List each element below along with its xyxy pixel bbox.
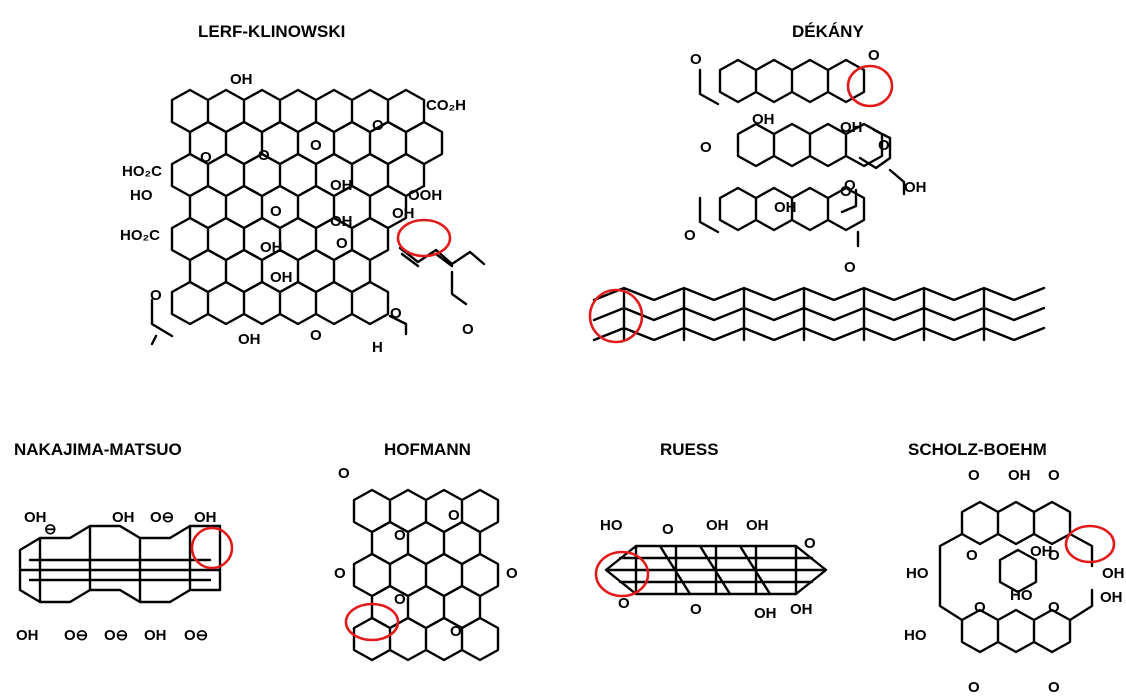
label: O	[804, 535, 816, 552]
label: HO	[600, 517, 623, 534]
highlight-ring	[594, 550, 650, 598]
model-title-nakajima-matsuo: NAKAJIMA-MATSUO	[14, 440, 182, 459]
label: O	[506, 565, 518, 582]
label: O	[390, 305, 402, 322]
label: O	[840, 183, 852, 200]
model-title-scholz-boehm: SCHOLZ-BOEHM	[908, 440, 1047, 459]
label: CO₂H	[426, 97, 466, 114]
label: OH	[754, 605, 777, 622]
label: O	[968, 467, 980, 484]
label: OOH	[408, 187, 442, 204]
model-title-hofmann: HOFMANN	[384, 440, 471, 459]
highlight-ring	[1064, 524, 1116, 564]
label: O	[684, 227, 696, 244]
model-title-dekany: DÉKÁNY	[792, 22, 864, 41]
label: O	[1048, 679, 1060, 696]
label: O	[844, 259, 856, 276]
label: OH	[238, 331, 261, 348]
label: OH	[270, 269, 293, 286]
label: OH	[840, 119, 863, 136]
label: OH	[1030, 543, 1053, 560]
label: O	[200, 149, 212, 166]
highlight-ring	[190, 526, 234, 570]
label: OH	[706, 517, 729, 534]
label: O	[690, 51, 702, 68]
label: OH	[1102, 565, 1125, 582]
label: O	[310, 137, 322, 154]
label: O	[662, 521, 674, 538]
label: O	[336, 235, 348, 252]
label: OH	[112, 509, 135, 526]
label: OH	[24, 509, 47, 526]
label: HO	[130, 187, 153, 204]
label: O	[310, 327, 322, 344]
label: O⊖	[184, 627, 208, 644]
label: O	[968, 679, 980, 696]
highlight-ring	[846, 64, 894, 108]
label: O	[966, 547, 978, 564]
label: O	[448, 507, 460, 524]
label: HO₂C	[120, 227, 160, 244]
label: O	[844, 177, 856, 194]
model-title-ruess: RUESS	[660, 440, 719, 459]
label: OH	[230, 71, 253, 88]
label: OH	[746, 517, 769, 534]
label: O	[974, 599, 986, 616]
label: HO₂C	[122, 163, 162, 180]
label: O	[150, 287, 162, 304]
label: O	[868, 47, 880, 64]
label: OH	[752, 111, 775, 128]
label: O	[270, 203, 282, 220]
highlight-ring	[344, 602, 400, 642]
label: OH	[330, 213, 353, 230]
label: O	[258, 147, 270, 164]
label: O	[462, 321, 474, 338]
label: O	[394, 591, 406, 608]
label: OH	[330, 177, 353, 194]
label: O	[450, 623, 462, 640]
label: O	[372, 117, 384, 134]
label: ⊖	[44, 521, 57, 538]
label: OH	[1008, 467, 1031, 484]
label: HO	[906, 565, 929, 582]
model-title-lerf-klinowski: LERF-KLINOWSKI	[198, 22, 346, 41]
label: OH	[904, 179, 927, 196]
label: HO	[904, 627, 927, 644]
label: O	[878, 137, 890, 154]
label: O⊖	[150, 509, 174, 526]
label: OH	[790, 601, 813, 618]
label: OH	[194, 509, 217, 526]
label: O	[1048, 599, 1060, 616]
label: O⊖	[64, 627, 88, 644]
label: O	[1048, 547, 1060, 564]
highlight-ring	[588, 288, 644, 344]
hex-lattice	[150, 88, 486, 346]
label: O	[334, 565, 346, 582]
label: O	[394, 527, 406, 544]
label: O	[700, 139, 712, 156]
label: OH	[774, 199, 797, 216]
label: H	[372, 339, 383, 356]
label: OH	[392, 205, 415, 222]
label: O	[338, 465, 350, 482]
label: OH	[16, 627, 39, 644]
label: O	[690, 601, 702, 618]
label: O	[618, 595, 630, 612]
label: OH	[144, 627, 167, 644]
label: O⊖	[104, 627, 128, 644]
highlight-ring	[396, 218, 452, 258]
label: OH	[1100, 589, 1123, 606]
label: O	[1048, 467, 1060, 484]
label: OH	[260, 239, 283, 256]
label: HO	[1010, 587, 1033, 604]
